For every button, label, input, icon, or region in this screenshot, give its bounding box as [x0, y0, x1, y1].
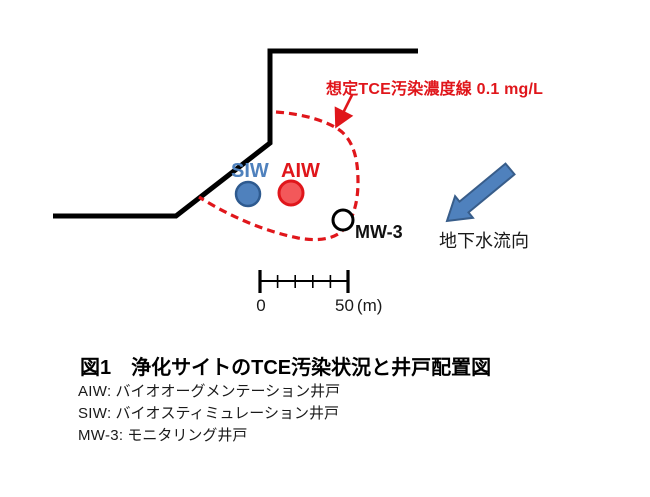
siw-well-label: SIW: [231, 160, 269, 182]
legend-key-mw3: MW-3:: [78, 427, 124, 444]
legend-row-mw3: MW-3:モニタリング井戸: [78, 425, 340, 447]
legend-key-siw: SIW:: [78, 405, 112, 422]
figure-legend: AIW:バイオオーグメンテーション井戸 SIW:バイオスティミュレーション井戸 …: [78, 381, 340, 447]
aiw-well-marker: [277, 179, 305, 207]
mw3-well-marker: [331, 208, 355, 232]
legend-row-siw: SIW:バイオスティミュレーション井戸: [78, 403, 340, 425]
scale-bar-end-label: 50(m): [335, 296, 382, 316]
scale-bar-end-value: 50: [335, 296, 354, 315]
legend-value-aiw: バイオオーグメンテーション井戸: [115, 383, 341, 400]
aiw-well-label: AIW: [281, 160, 320, 182]
scale-bar-unit: (m): [356, 296, 383, 315]
contour-pointer-arrow: [334, 94, 354, 129]
scale-bar: [258, 270, 350, 293]
legend-key-aiw: AIW:: [78, 383, 112, 400]
legend-value-mw3: モニタリング井戸: [127, 427, 248, 444]
figure-caption: 図1 浄化サイトのTCE汚染状況と井戸配置図: [80, 357, 492, 379]
mw3-well-label: MW-3: [355, 222, 403, 242]
siw-well-marker: [234, 180, 262, 208]
contamination-contour-label: 想定TCE汚染濃度線 0.1 mg/L: [326, 81, 544, 98]
site-boundary-line: [53, 48, 418, 219]
groundwater-flow-arrow: [445, 162, 516, 223]
groundwater-flow-label: 地下水流向: [439, 231, 529, 251]
legend-value-siw: バイオスティミュレーション井戸: [115, 405, 339, 422]
scale-bar-zero-label: 0: [256, 296, 266, 315]
legend-row-aiw: AIW:バイオオーグメンテーション井戸: [78, 381, 340, 403]
